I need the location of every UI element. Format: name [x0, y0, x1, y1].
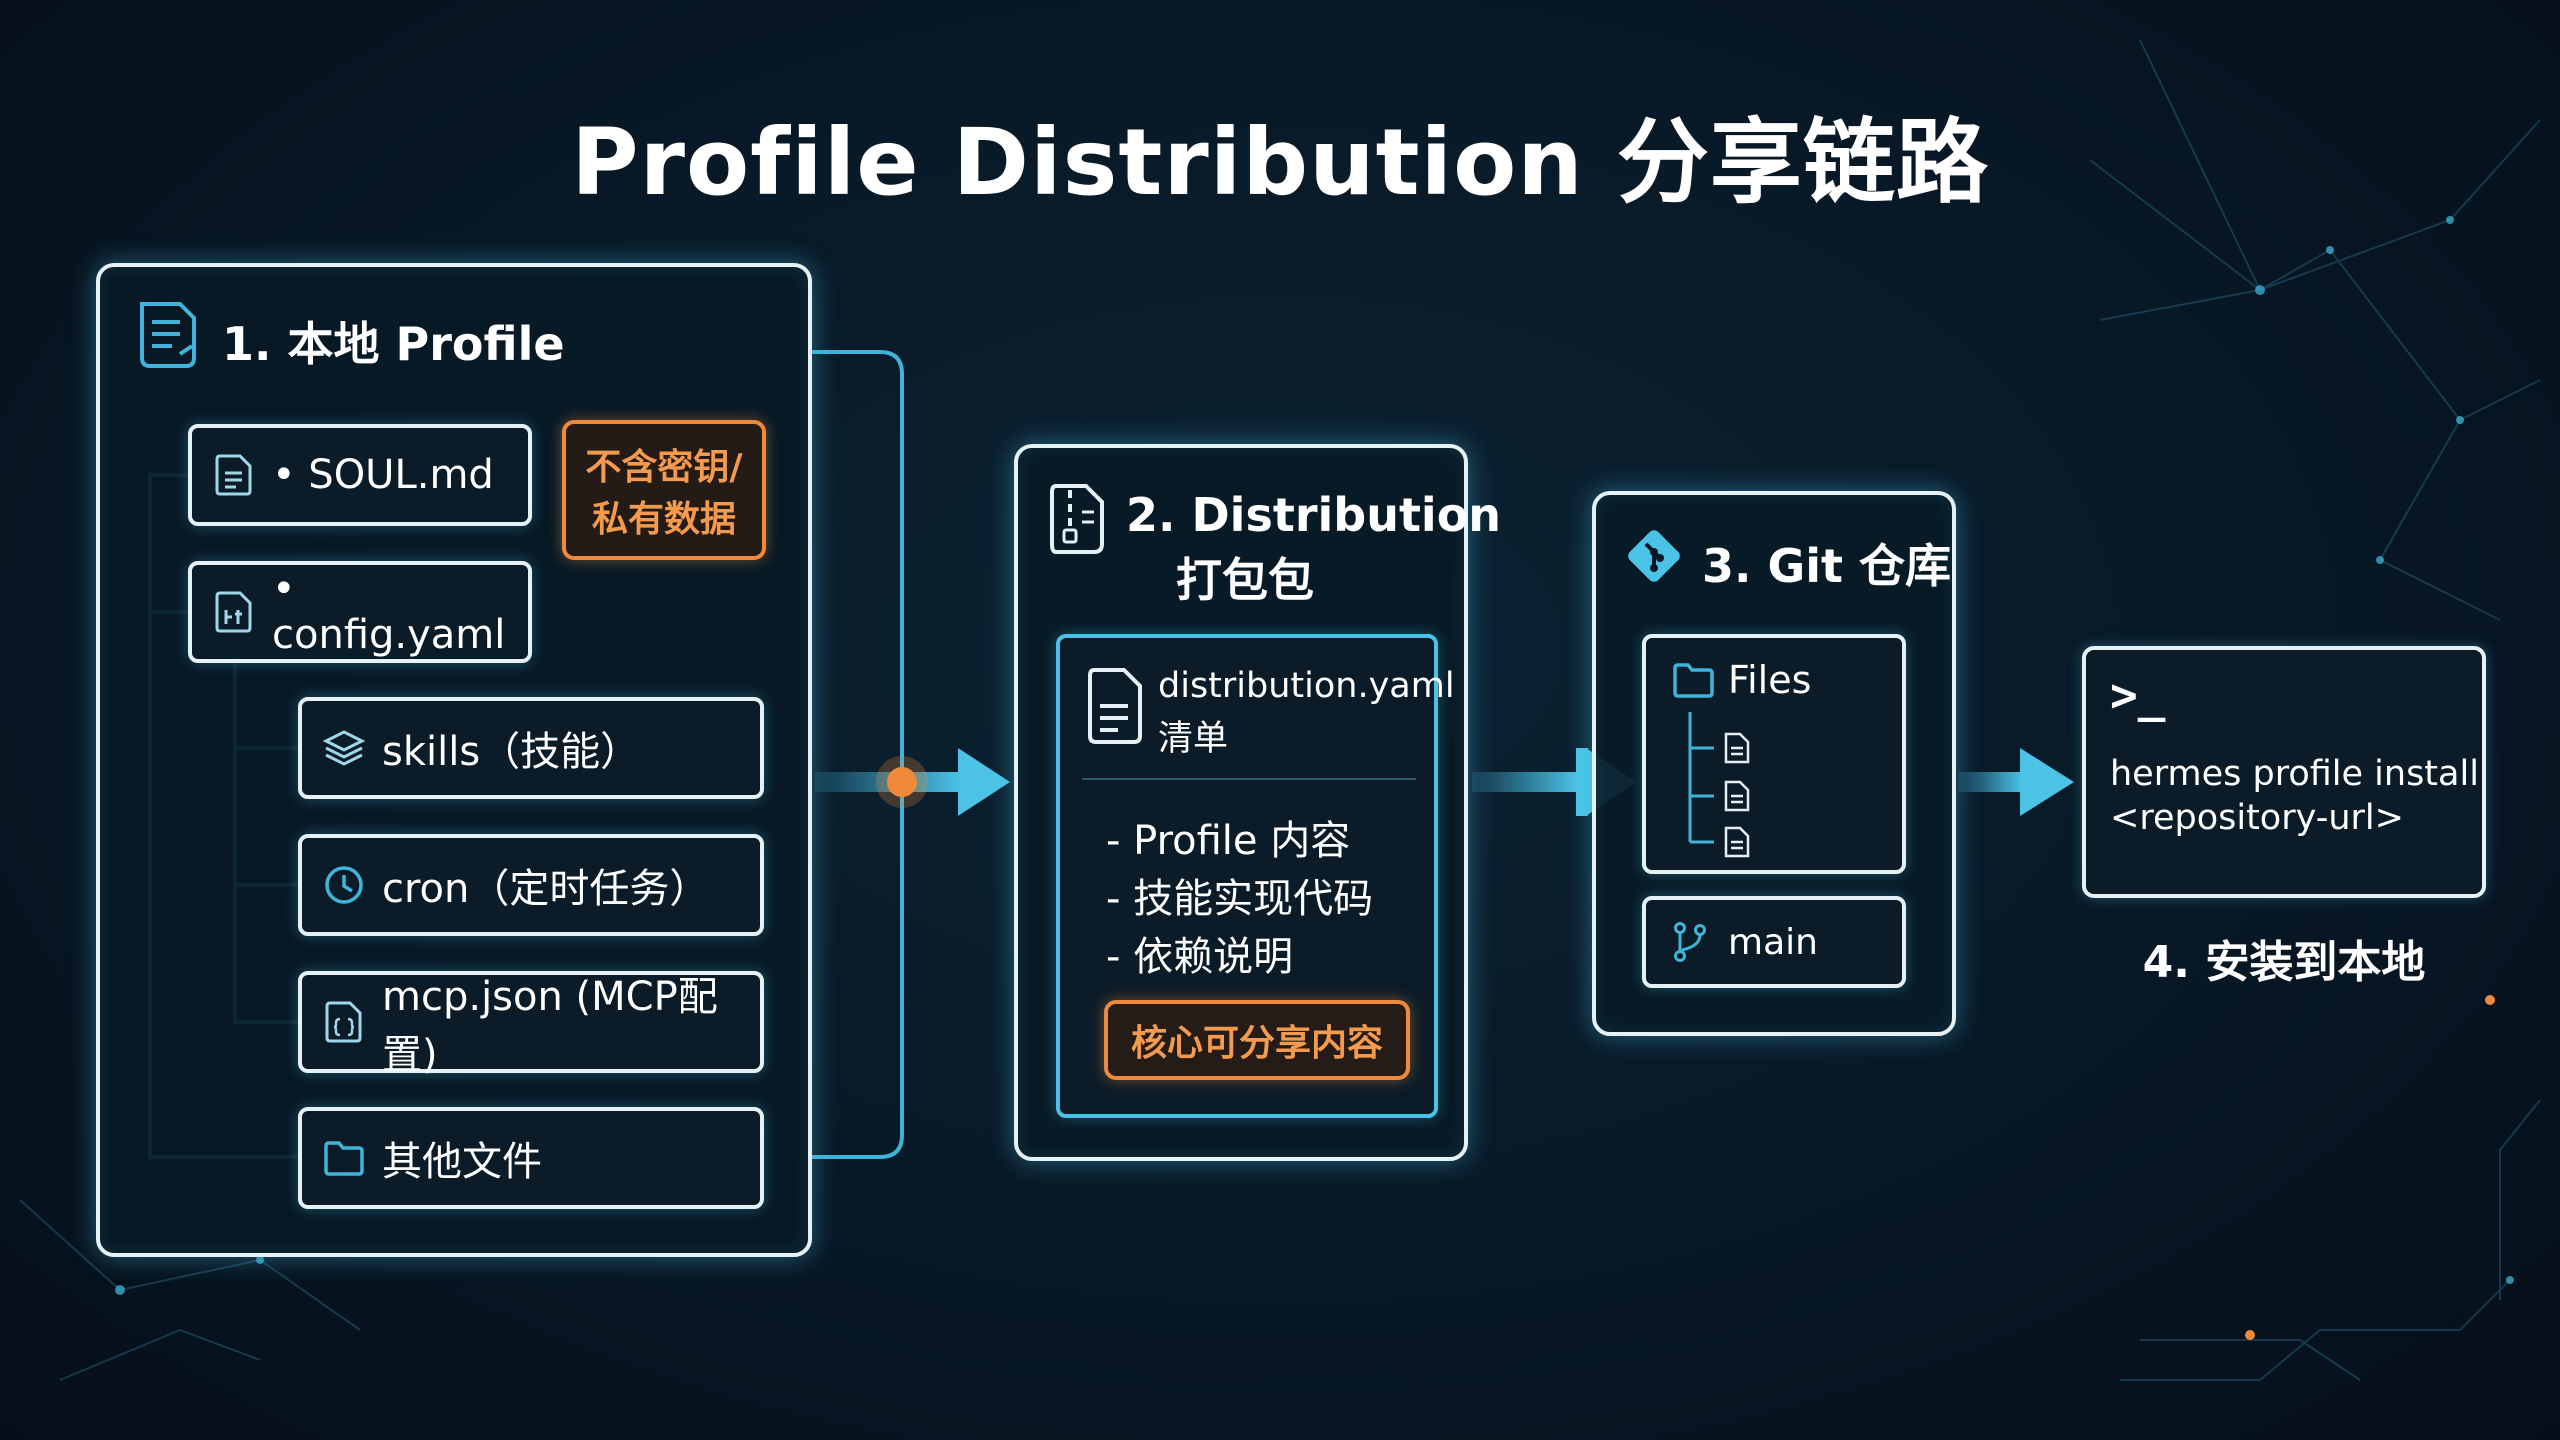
file-soul-md-label: • SOUL.md	[272, 452, 494, 498]
manifest-item-2: - 技能实现代码	[1106, 876, 1374, 922]
no-secrets-badge: 不含密钥/ 私有数据	[562, 420, 766, 560]
git-logo-icon	[1628, 530, 1680, 582]
file-skills-label: skills（技能）	[382, 729, 641, 775]
file-config-yaml-label: • config.yaml	[272, 566, 506, 658]
no-secrets-badge-line2: 私有数据	[591, 499, 736, 540]
arrow-3-shaft	[1958, 772, 2022, 792]
arrow-3-head	[2020, 748, 2074, 816]
page-title: Profile Distribution 分享链路	[571, 109, 1989, 216]
clock-icon	[325, 866, 363, 904]
git-files-label: Files	[1728, 658, 1812, 702]
terminal-prompt-icon: >_	[2110, 668, 2166, 722]
git-branch-label: main	[1728, 921, 1818, 963]
install-caption: 4. 安装到本地	[2142, 937, 2426, 988]
no-secrets-badge-line1: 不含密钥/	[585, 447, 743, 488]
bracket-line	[812, 350, 904, 1159]
manifest-box: distribution.yaml 清单 - Profile 内容 - 技能实现…	[1056, 634, 1455, 1118]
terminal-box[interactable]: >_ hermes profile install <repository-ur…	[2082, 646, 2486, 898]
install-command-line1: hermes profile install	[2110, 754, 2479, 794]
distribution-heading-line1: 2. Distribution	[1126, 488, 1502, 542]
archive-file-icon	[1050, 484, 1104, 554]
shareable-content-badge-label: 核心可分享内容	[1130, 1023, 1383, 1064]
manifest-divider	[1082, 778, 1416, 780]
manifest-file-icon	[1088, 668, 1142, 744]
arrow-2-shaft	[1472, 772, 1578, 792]
git-branch-icon	[1674, 922, 1706, 962]
files-folder-icon	[1673, 663, 1714, 698]
file-tree	[1688, 712, 1750, 858]
folder-icon	[324, 1141, 364, 1176]
arrow-1-head	[958, 748, 1010, 816]
distribution-heading-line2: 打包包	[1176, 553, 1314, 607]
git-files-box[interactable]: Files	[1642, 634, 1906, 874]
document-list-icon	[140, 302, 196, 368]
git-branch-main[interactable]: main	[1642, 896, 1906, 988]
file-other-label: 其他文件	[382, 1139, 542, 1185]
file-mcp-json[interactable]: mcp.json (MCP配置)	[298, 971, 764, 1078]
file-mcp-json-label: mcp.json (MCP配置)	[382, 974, 718, 1078]
manifest-caption: 清单	[1158, 719, 1229, 759]
config-file-icon	[215, 591, 252, 633]
file-config-yaml[interactable]: • config.yaml	[188, 561, 532, 663]
file-cron-label: cron（定时任务）	[382, 866, 710, 912]
junction-dot	[887, 767, 917, 797]
layers-icon	[322, 730, 366, 766]
git-repo-heading: 3. Git 仓库	[1702, 539, 1952, 593]
install-command-line2: <repository-url>	[2110, 798, 2404, 838]
file-skills[interactable]: skills（技能）	[298, 697, 764, 799]
file-cron[interactable]: cron（定时任务）	[298, 834, 764, 936]
manifest-filename: distribution.yaml	[1158, 666, 1455, 706]
json-file-icon	[325, 1001, 362, 1043]
local-profile-heading: 1. 本地 Profile	[222, 317, 565, 371]
manifest-item-1: - Profile 内容	[1106, 818, 1351, 864]
shareable-content-badge: 核心可分享内容	[1104, 1000, 1410, 1080]
file-soul-md[interactable]: • SOUL.md	[188, 424, 532, 526]
file-other[interactable]: 其他文件	[298, 1107, 764, 1209]
manifest-item-3: - 依赖说明	[1106, 934, 1294, 980]
document-icon	[215, 454, 252, 496]
